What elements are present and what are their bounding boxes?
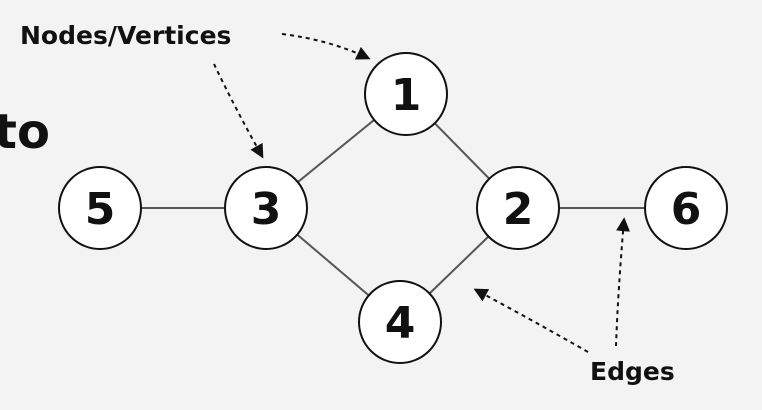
- edges-pointer-arrow-1: [473, 288, 589, 353]
- node-circle-5: [58, 166, 142, 250]
- node-1: 1: [364, 52, 448, 136]
- nodes-layer: 1 2 3 4 5 6: [58, 52, 728, 364]
- node-3: 3: [224, 166, 308, 250]
- node-circle-3: [224, 166, 308, 250]
- node-label-3: 3: [251, 184, 282, 235]
- partial-heading-text: to: [0, 104, 50, 160]
- node-circle-1: [364, 52, 448, 136]
- nodes-pointer-arrow-2: [213, 63, 264, 159]
- node-circle-6: [644, 166, 728, 250]
- node-4: 4: [358, 280, 442, 364]
- node-label-6: 6: [671, 184, 702, 235]
- node-label-5: 5: [85, 184, 116, 235]
- node-5: 5: [58, 166, 142, 250]
- node-2: 2: [476, 166, 560, 250]
- edges-pointer-arrow-2: [615, 217, 631, 347]
- node-label-2: 2: [503, 184, 534, 235]
- nodes-vertices-label: Nodes/Vertices: [20, 21, 231, 50]
- node-label-4: 4: [385, 298, 416, 349]
- node-circle-4: [358, 280, 442, 364]
- edges-label: Edges: [590, 357, 675, 386]
- nodes-pointer-arrow-1: [281, 33, 371, 60]
- node-circle-2: [476, 166, 560, 250]
- node-6: 6: [644, 166, 728, 250]
- node-label-1: 1: [391, 70, 422, 121]
